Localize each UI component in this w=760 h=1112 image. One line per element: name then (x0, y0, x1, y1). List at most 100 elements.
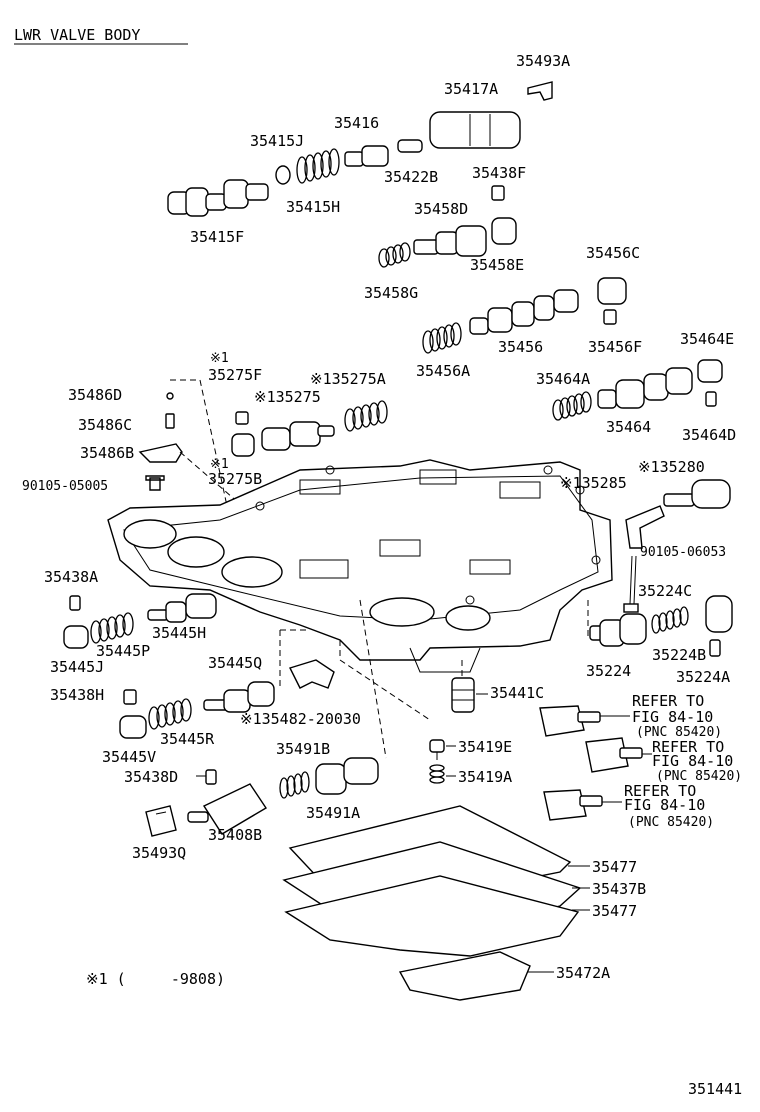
label-135482-20030: ※135482-20030 (240, 710, 361, 728)
label-90105-06053: 90105-06053 (640, 545, 726, 560)
spring-135275A (344, 400, 388, 432)
sleeve-35417A (429, 111, 521, 149)
label-35445P: 35445P (96, 642, 150, 660)
ref-text-1b: FIG 84-10 (632, 708, 713, 726)
solenoid-ref-3 (543, 789, 603, 821)
key-35275F (235, 411, 249, 425)
spring-35464A (552, 391, 592, 421)
label-35438D: 35438D (124, 768, 178, 786)
leader-dash (339, 659, 431, 721)
plug-35416 (344, 145, 389, 167)
ref-text-3b: FIG 84-10 (624, 796, 705, 814)
key-35438F (491, 185, 505, 201)
plug-35464E (697, 359, 723, 383)
label-35419E: 35419E (458, 738, 512, 756)
label-35422B: 35422B (384, 168, 438, 186)
valve-35445H (147, 593, 217, 623)
valve-35464 (597, 367, 693, 409)
label-135275A: ※135275A (310, 370, 386, 388)
washer-35415J (275, 165, 291, 185)
leader-dash (359, 599, 387, 759)
valve-35415F (167, 179, 269, 217)
solenoid-35408B (187, 783, 267, 835)
spring-35458G (378, 242, 411, 268)
valve-135275 (261, 421, 335, 451)
bolt-90105-06053 (623, 555, 639, 613)
label-35416: 35416 (334, 114, 379, 132)
filter-35441C (451, 677, 475, 713)
check-ball-35419E (429, 739, 445, 760)
label-35456: 35456 (498, 338, 543, 356)
spring-35224C (651, 606, 689, 634)
key-35224A (709, 639, 721, 657)
label-35458G: 35458G (364, 284, 418, 302)
label-35464D: 35464D (682, 426, 736, 444)
label-35445R: 35445R (160, 730, 215, 748)
key-35464D (705, 391, 717, 407)
label-35477-lower: 35477 (592, 902, 637, 920)
label-35224: 35224 (586, 662, 631, 680)
pin-35422B (397, 139, 423, 153)
ref-text-1a: REFER TO (632, 692, 704, 710)
key-35438D (205, 769, 217, 785)
solenoid-135280 (663, 479, 731, 509)
valve-35491A (315, 757, 379, 795)
bracket-135285 (625, 505, 665, 549)
ref-text-2b: FIG 84-10 (652, 752, 733, 770)
plate-135482-20030 (289, 659, 335, 689)
label-35486B: 35486B (80, 444, 134, 462)
spring-35456A (422, 322, 462, 354)
label-35445J: 35445J (50, 658, 104, 676)
label-35415H: 35415H (286, 198, 340, 216)
solenoid-ref-2 (585, 737, 643, 773)
label-35491A: 35491A (306, 804, 360, 822)
retainer-35493Q (145, 805, 177, 837)
spring-35445R (148, 698, 192, 730)
label-35224B: 35224B (652, 646, 706, 664)
label-135285: ※135285 (560, 474, 627, 492)
plug-35456C (597, 277, 627, 305)
plug-35445J (63, 625, 89, 649)
label-35438H: 35438H (50, 686, 104, 704)
plug-35224B (705, 595, 733, 633)
label-35275B: 35275B (208, 470, 262, 488)
ref-text-3a: REFER TO (624, 782, 696, 800)
footnote: ※1 ( -9808) (86, 970, 225, 988)
key-35438H (123, 689, 137, 705)
ref-text-2a: REFER TO (652, 738, 724, 756)
spring-35486C (165, 413, 175, 429)
valve-35445Q (203, 681, 275, 713)
label-35456F: 35456F (588, 338, 642, 356)
label-35464: 35464 (606, 418, 651, 436)
diagram-title: LWR VALVE BODY (14, 26, 140, 44)
label-35458D: 35458D (414, 200, 468, 218)
label-35445Q: 35445Q (208, 654, 262, 672)
valve-35456 (469, 289, 579, 335)
label-35486D: 35486D (68, 386, 122, 404)
label-35464A: 35464A (536, 370, 590, 388)
spring-35419A (429, 764, 445, 784)
label-35486C: 35486C (78, 416, 132, 434)
key-35456F (603, 309, 617, 325)
label-135275: ※135275 (254, 388, 321, 406)
valve-35458D (413, 225, 487, 257)
ref-text-2c: (PNC 85420) (656, 769, 742, 784)
label-90105-05005: 90105-05005 (22, 479, 108, 494)
label-35445V: 35445V (102, 748, 156, 766)
label-35464E: 35464E (680, 330, 734, 348)
ref-text-1c: (PNC 85420) (636, 725, 722, 740)
bolt-90105-05005 (145, 475, 165, 491)
lower-valve-body (107, 459, 613, 673)
label-35493A: 35493A (516, 52, 570, 70)
marker-note-1a: ※1 (210, 351, 229, 366)
label-35491B: 35491B (276, 740, 330, 758)
label-35456C: 35456C (586, 244, 640, 262)
label-35224A: 35224A (676, 668, 730, 686)
label-35456A: 35456A (416, 362, 470, 380)
spring-35445P (90, 612, 134, 644)
detent-plate-35486B (138, 443, 183, 463)
label-35415J: 35415J (250, 132, 304, 150)
solenoid-ref-1 (539, 705, 601, 737)
label-35437B: 35437B (592, 880, 646, 898)
plug-35458E (491, 217, 517, 245)
